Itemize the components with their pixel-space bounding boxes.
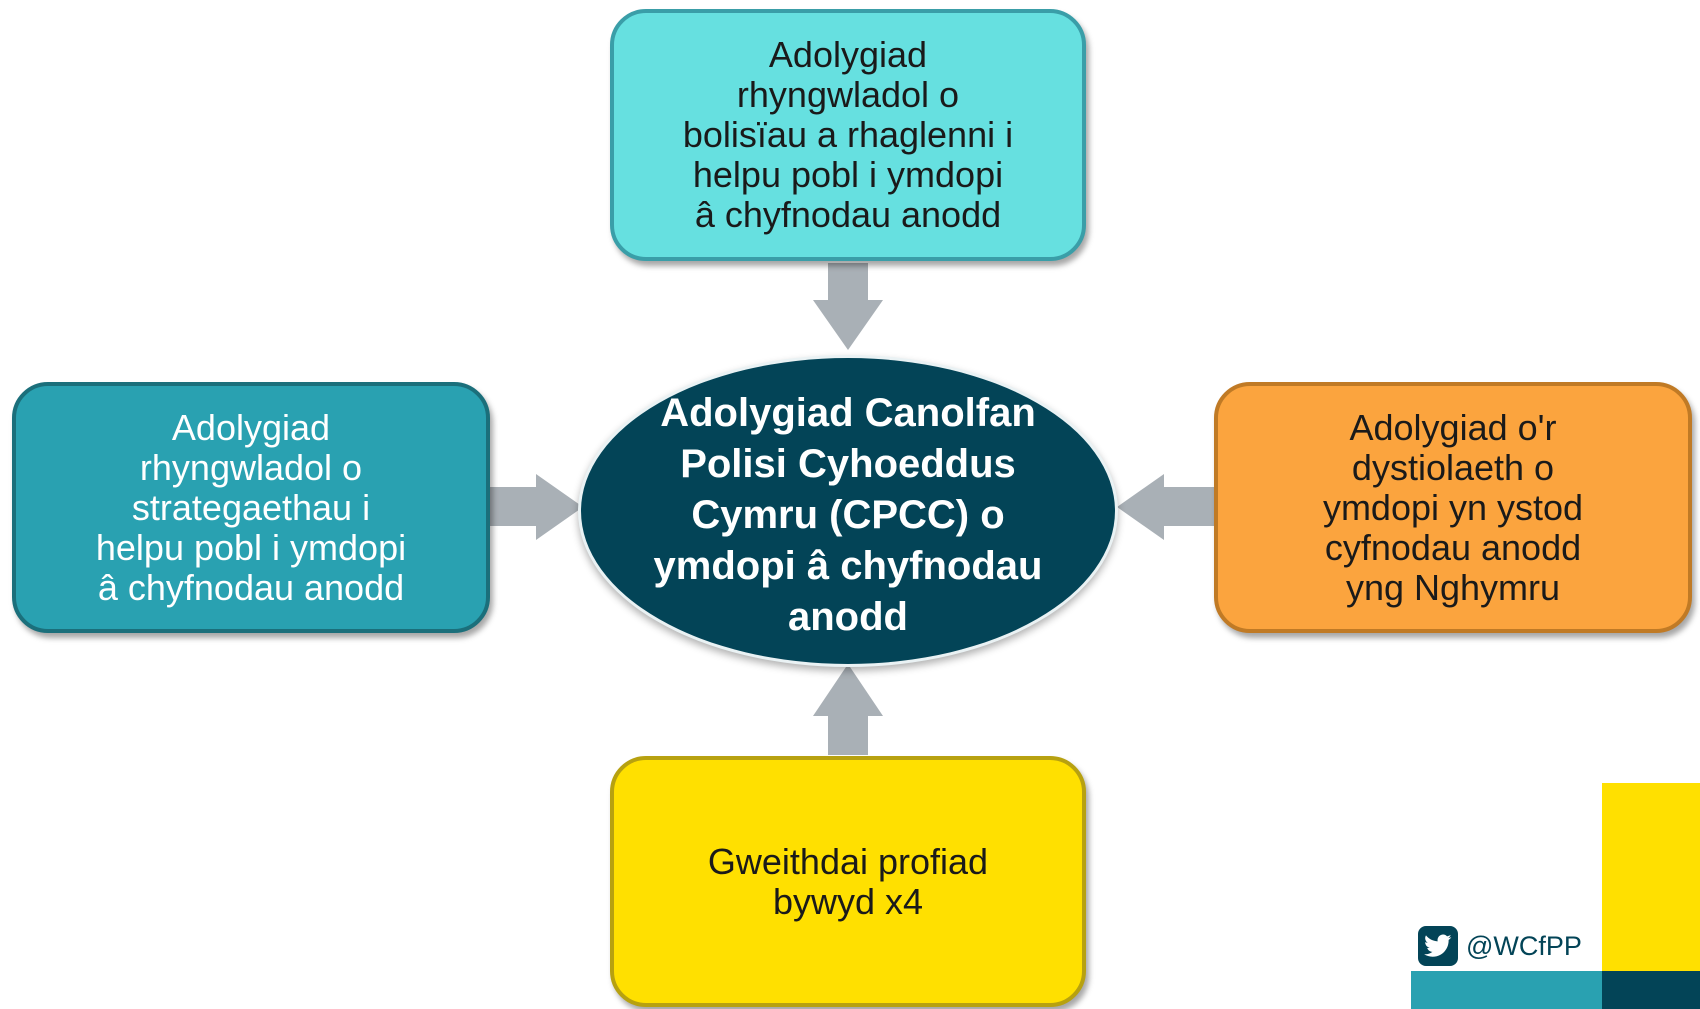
box-top-line: â chyfnodau anodd: [694, 194, 1002, 235]
decorative-yellow-block: [1602, 783, 1700, 971]
box-right-line: dystiolaeth o: [1351, 446, 1555, 488]
box-left-line: â chyfnodau anodd: [97, 566, 405, 608]
box-bottom-line: bywyd x4: [772, 880, 924, 922]
box-wales-evidence-review: Adolygiad o'r dystiolaeth o ymdopi yn ys…: [1214, 382, 1692, 633]
box-left-line: helpu pobl i ymdopi: [95, 526, 407, 568]
center-line: ymdopi â chyfnodau: [653, 543, 1043, 588]
center-ellipse: [578, 355, 1118, 667]
box-bottom-line: Gweithdai profiad: [707, 840, 989, 882]
box-lived-experience-workshops: Gweithdai profiad bywyd x4: [610, 756, 1086, 1007]
box-right-line: cyfnodau anodd: [1324, 526, 1582, 568]
box-right-line: ymdopi yn ystod: [1322, 486, 1584, 528]
arrow-bottom-to-center: [813, 664, 883, 755]
box-left-line: Adolygiad: [171, 406, 331, 448]
twitter-handle-text: @WCfPP: [1466, 930, 1582, 961]
box-left-line: strategaethau i: [131, 486, 371, 528]
twitter-icon: [1418, 926, 1458, 966]
box-left-line: rhyngwladol o: [139, 446, 363, 488]
arrow-left-to-center: [490, 474, 583, 540]
arrow-right-to-center: [1117, 474, 1214, 540]
center-title: Adolygiad Canolfan Polisi Cyhoeddus Cymr…: [560, 380, 1136, 650]
decorative-navy-block: [1602, 971, 1700, 1009]
center-line: Cymru (CPCC) o: [691, 492, 1005, 537]
center-line: Polisi Cyhoeddus: [680, 441, 1016, 486]
box-right-line: yng Nghymru: [1345, 566, 1561, 608]
center-line: anodd: [788, 594, 908, 639]
box-top-line: bolisïau a rhaglenni i: [682, 114, 1014, 155]
decorative-teal-bar: [1411, 971, 1602, 1009]
twitter-handle-link[interactable]: @WCfPP: [1418, 926, 1582, 966]
box-right-line: Adolygiad o'r: [1349, 406, 1557, 448]
box-top-line: Adolygiad: [768, 34, 928, 75]
arrow-top-to-center: [813, 263, 883, 350]
center-line: Adolygiad Canolfan: [660, 390, 1036, 435]
box-international-strategies-review: Adolygiad rhyngwladol o strategaethau i …: [12, 382, 490, 633]
box-top-line: rhyngwladol o: [736, 74, 960, 115]
box-top-line: helpu pobl i ymdopi: [692, 154, 1004, 195]
box-international-policy-review: Adolygiad rhyngwladol o bolisïau a rhagl…: [610, 9, 1086, 261]
